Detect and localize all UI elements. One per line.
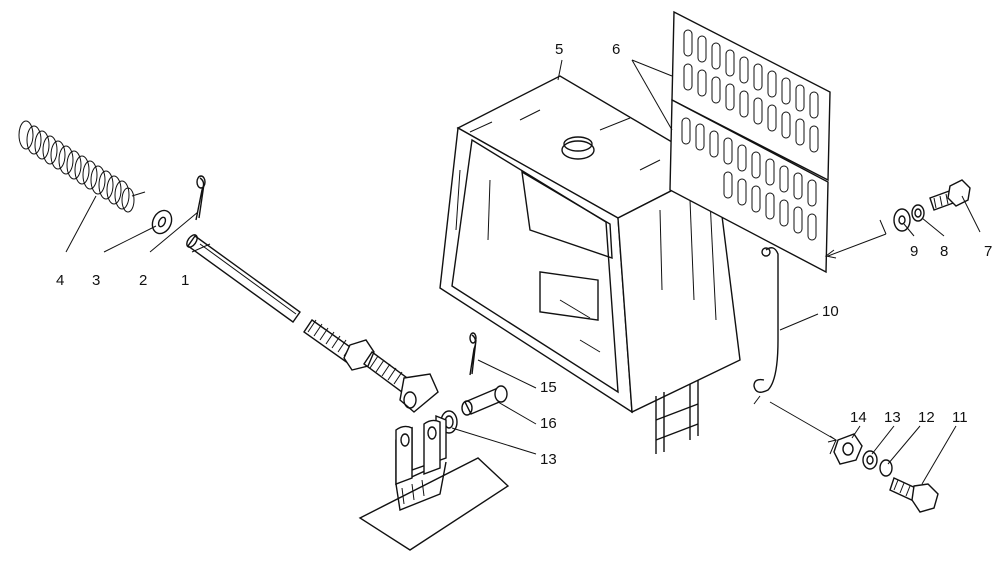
bent-rod-10-part <box>753 247 779 405</box>
assembly-arrow-upper <box>824 219 887 259</box>
callout-5: 5 <box>555 41 564 58</box>
callout-13-right: 13 <box>884 409 901 426</box>
lock-washer-12-part <box>879 459 893 477</box>
pin-16-part <box>461 385 508 416</box>
flat-washer-part <box>151 209 173 235</box>
callout-15: 15 <box>540 379 557 396</box>
bolt-11-part <box>889 477 939 513</box>
cotter-pin-part <box>195 175 206 221</box>
callout-7: 7 <box>984 243 993 260</box>
lock-washer-8-part <box>911 204 925 222</box>
callout-1: 1 <box>181 272 190 289</box>
cotter-pin-15-part <box>469 332 477 376</box>
coil-spring-part <box>18 120 146 213</box>
shaft-rod-part <box>186 234 439 413</box>
bracket-base-part <box>358 414 510 551</box>
callout-12: 12 <box>918 409 935 426</box>
flat-washer-9-part <box>893 208 911 232</box>
leader-lines <box>65 59 981 485</box>
callout-8: 8 <box>940 243 949 260</box>
callout-3: 3 <box>92 272 101 289</box>
callout-4: 4 <box>56 272 65 289</box>
louvred-panel-upper <box>671 10 831 182</box>
callout-6: 6 <box>612 41 621 58</box>
washer-13-right-part <box>862 450 878 470</box>
callout-16: 16 <box>540 415 557 432</box>
housing-box-part <box>439 75 741 454</box>
assembly-arrow-lower <box>769 401 838 455</box>
callout-11: 11 <box>952 409 968 426</box>
callout-10: 10 <box>822 303 839 320</box>
bolt-7-part <box>929 179 971 211</box>
callout-14: 14 <box>850 409 867 426</box>
callout-9: 9 <box>910 243 919 260</box>
callout-13-left: 13 <box>540 451 557 468</box>
louvred-panel-lower <box>669 98 829 274</box>
nut-14-part <box>833 433 863 465</box>
callout-2: 2 <box>139 272 148 289</box>
